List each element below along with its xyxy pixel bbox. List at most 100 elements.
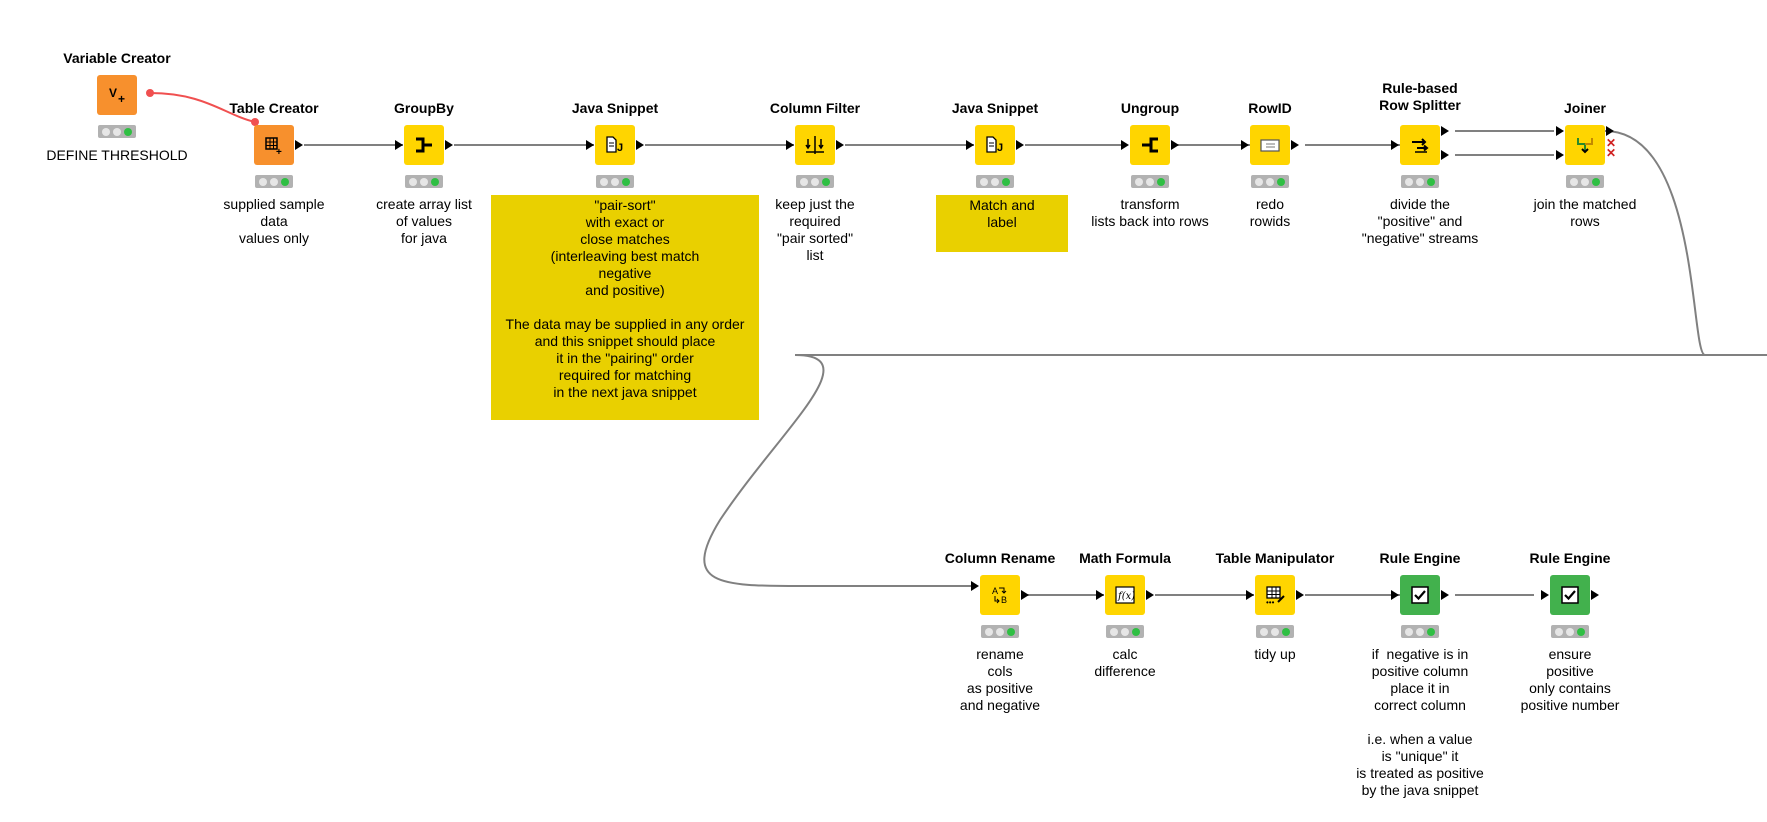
input-port[interactable]	[786, 140, 794, 150]
status-indicator	[1551, 625, 1589, 638]
node-title: Rule Engine	[1529, 550, 1611, 566]
splitter-icon[interactable]	[1400, 125, 1440, 165]
node-description[interactable]: supplied sample data values only	[223, 196, 325, 246]
svg-text:J: J	[997, 142, 1003, 154]
input-port[interactable]	[966, 140, 974, 150]
input-port[interactable]	[1541, 590, 1549, 600]
joiner-icon[interactable]	[1565, 125, 1605, 165]
node-title: Joiner	[1563, 100, 1606, 116]
output-port[interactable]	[1171, 140, 1179, 150]
table-plus-icon[interactable]: +	[254, 125, 294, 165]
annotation-pair-sort[interactable]: "pair-sort" with exact or close matches …	[491, 195, 759, 420]
rule-icon[interactable]	[1550, 575, 1590, 615]
input-port[interactable]	[1241, 140, 1249, 150]
node-description[interactable]: rename cols as positive and negative	[959, 646, 1041, 713]
input-port[interactable]	[971, 581, 979, 591]
status-indicator	[1106, 625, 1144, 638]
node-description[interactable]: calc difference	[1094, 646, 1156, 679]
node-description[interactable]: create array list of values for java	[376, 196, 472, 246]
node-description[interactable]: divide the "positive" and "negative" str…	[1361, 196, 1479, 246]
status-indicator	[1566, 175, 1604, 188]
node-title: Java Snippet	[571, 100, 659, 116]
output-port[interactable]	[445, 140, 453, 150]
filter-icon[interactable]	[795, 125, 835, 165]
connection	[703, 354, 974, 587]
svg-text:B: B	[1001, 595, 1007, 605]
output-port[interactable]	[636, 140, 644, 150]
formula-icon[interactable]: f(x)	[1105, 575, 1145, 615]
status-indicator	[255, 175, 293, 188]
node-title: Table Creator	[229, 100, 319, 116]
java-icon[interactable]: J	[975, 125, 1015, 165]
output-port[interactable]	[1591, 590, 1599, 600]
input-port[interactable]	[395, 140, 403, 150]
output-port[interactable]	[295, 140, 303, 150]
node-title: Math Formula	[1079, 550, 1171, 566]
annotation-match-label[interactable]: Match and label	[936, 195, 1068, 252]
output-port[interactable]	[1606, 126, 1614, 136]
input-port[interactable]	[1391, 590, 1399, 600]
output-port[interactable]	[836, 140, 844, 150]
input-port-left[interactable]	[1556, 126, 1564, 136]
node-description[interactable]: keep just the required "pair sorted" lis…	[775, 196, 855, 263]
output-port-false[interactable]	[1441, 150, 1449, 160]
node-title: Java Snippet	[951, 100, 1039, 116]
flow-variable-port	[146, 89, 154, 97]
input-port[interactable]	[1096, 590, 1104, 600]
status-indicator	[98, 125, 136, 138]
output-port[interactable]	[1291, 140, 1299, 150]
group-icon[interactable]	[404, 125, 444, 165]
status-indicator	[596, 175, 634, 188]
input-port[interactable]	[1121, 140, 1129, 150]
svg-text:•••: •••	[1266, 598, 1275, 606]
ungroup-icon[interactable]	[1130, 125, 1170, 165]
input-port-right[interactable]	[1556, 150, 1564, 160]
status-indicator	[976, 175, 1014, 188]
svg-text:+: +	[276, 147, 282, 156]
table-edit-icon[interactable]: •••	[1255, 575, 1295, 615]
svg-text:+: +	[118, 92, 125, 106]
node-description[interactable]: tidy up	[1254, 646, 1296, 662]
node-description[interactable]: redo rowids	[1249, 196, 1291, 229]
status-indicator	[1401, 625, 1439, 638]
output-port[interactable]	[1016, 140, 1024, 150]
flow-variable-port	[251, 118, 259, 126]
connection	[1604, 130, 1767, 356]
node-description[interactable]: DEFINE THRESHOLD	[46, 147, 188, 163]
input-port[interactable]	[586, 140, 594, 150]
output-port-true[interactable]	[1441, 126, 1449, 136]
status-indicator	[1131, 175, 1169, 188]
rule-icon[interactable]	[1400, 575, 1440, 615]
output-port[interactable]	[1441, 590, 1449, 600]
output-port[interactable]	[1296, 590, 1304, 600]
output-port[interactable]	[1021, 590, 1029, 600]
node-title: Table Manipulator	[1215, 550, 1335, 566]
node-title: RowID	[1248, 100, 1292, 116]
java-icon[interactable]: J	[595, 125, 635, 165]
svg-text:f(x): f(x)	[1117, 591, 1135, 602]
flow-variable-connection	[149, 92, 256, 123]
input-port[interactable]	[1246, 590, 1254, 600]
svg-text:A: A	[992, 586, 998, 596]
node-title: GroupBy	[394, 100, 454, 116]
node-title: Ungroup	[1120, 100, 1180, 116]
node-title: Rule-based Row Splitter	[1379, 80, 1461, 113]
node-description[interactable]: if negative is in positive column place …	[1356, 646, 1484, 798]
status-indicator	[1251, 175, 1289, 188]
status-indicator	[981, 625, 1019, 638]
node-description[interactable]: transform lists back into rows	[1091, 196, 1209, 229]
input-port[interactable]	[1391, 140, 1399, 150]
status-indicator	[405, 175, 443, 188]
output-port[interactable]	[1146, 590, 1154, 600]
node-description[interactable]: join the matched rows	[1533, 196, 1637, 229]
variable-plus-icon[interactable]: V+	[97, 75, 137, 115]
status-indicator	[796, 175, 834, 188]
status-indicator	[1256, 625, 1294, 638]
rowid-icon[interactable]	[1250, 125, 1290, 165]
node-title: Variable Creator	[63, 50, 171, 66]
node-description[interactable]: ensure positive only contains positive n…	[1520, 646, 1620, 713]
node-title: Rule Engine	[1379, 550, 1461, 566]
node-title: Column Rename	[944, 550, 1056, 566]
status-indicator	[1401, 175, 1439, 188]
